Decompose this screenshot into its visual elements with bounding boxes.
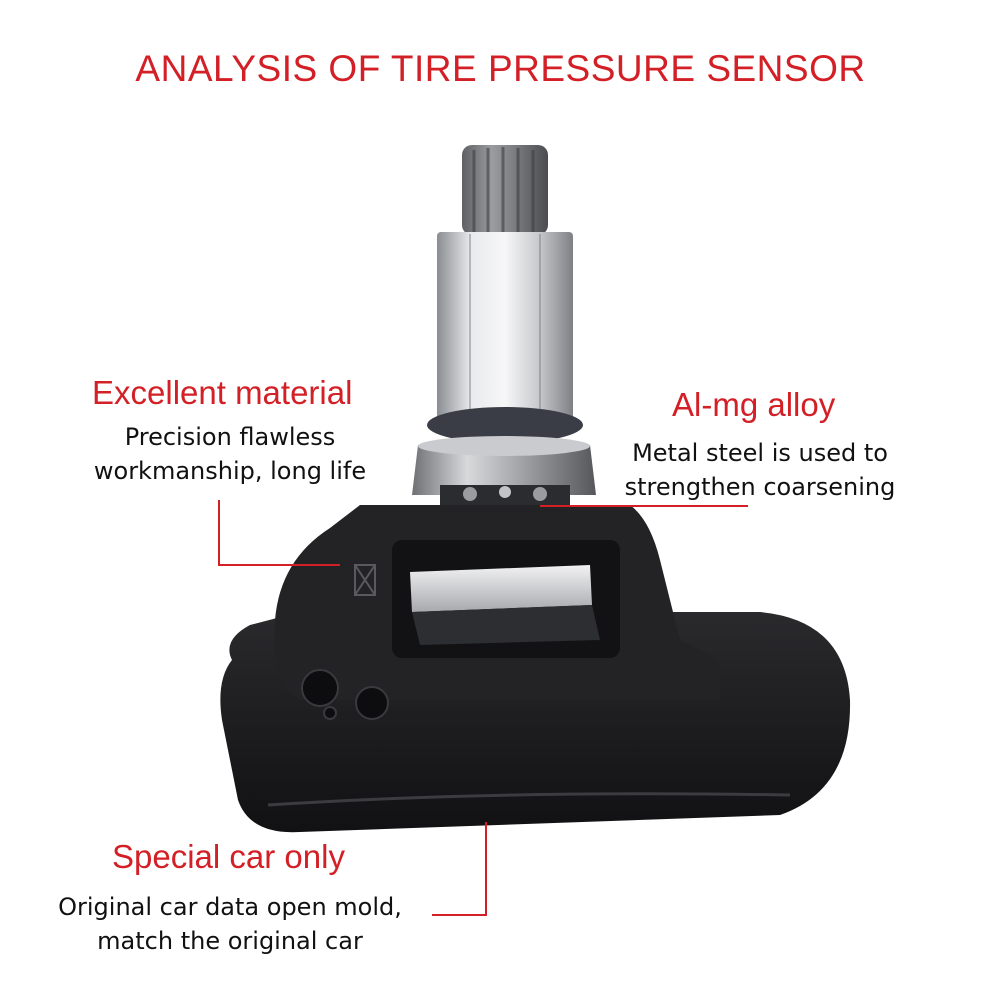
- callout-line: Precision flawless: [124, 423, 336, 451]
- callout-text-special: Original car data open mold, match the o…: [50, 890, 410, 958]
- callout-line: match the original car: [97, 927, 363, 955]
- valve-cap: [462, 145, 548, 235]
- callout-line-horizontal-alloy: [540, 505, 748, 507]
- callout-heading-alloy: Al-mg alloy: [672, 386, 836, 423]
- callout-line-vertical-special: [485, 822, 487, 916]
- callout-heading-special: Special car only: [112, 838, 345, 875]
- valve-nut: [412, 436, 596, 507]
- callout-line: Original car data open mold,: [58, 893, 402, 921]
- callout-text-material: Precision flawless workmanship, long lif…: [90, 420, 370, 488]
- valve-stem: [437, 232, 573, 420]
- sensor-body: [220, 505, 851, 833]
- callout-line: Metal steel is used to: [632, 439, 888, 467]
- callout-line-vertical-material: [218, 500, 220, 566]
- callout-line-horizontal-special: [432, 914, 487, 916]
- callout-text-alloy: Metal steel is used to strengthen coarse…: [620, 436, 900, 504]
- callout-heading-material: Excellent material: [92, 374, 353, 411]
- o-ring: [427, 407, 583, 443]
- callout-line-horizontal-material: [218, 564, 340, 566]
- callout-line: strengthen coarsening: [624, 473, 896, 501]
- callout-line: workmanship, long life: [93, 457, 367, 485]
- page-title: ANALYSIS OF TIRE PRESSURE SENSOR: [135, 48, 866, 89]
